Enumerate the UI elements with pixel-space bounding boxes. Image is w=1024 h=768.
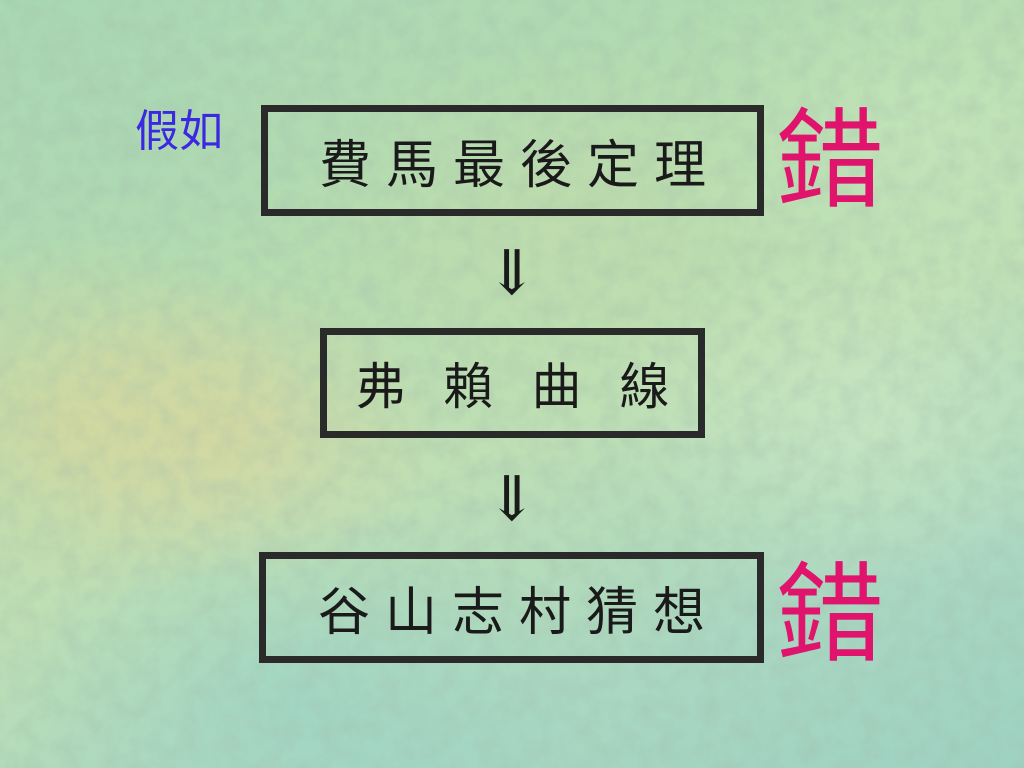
double-down-arrow-icon: ⇓	[486, 235, 538, 309]
prefix-label: 假如	[135, 106, 223, 157]
statement-box-frey-curve: 弗賴曲線	[320, 328, 705, 438]
wrong-mark-bottom: 錯	[776, 553, 885, 678]
statement-box-fermat: 費馬最後定理	[261, 105, 764, 216]
statement-box-taniyama-shimura: 谷山志村猜想	[259, 552, 764, 663]
double-down-arrow-icon: ⇓	[486, 461, 538, 535]
wrong-mark-top: 錯	[776, 99, 885, 224]
